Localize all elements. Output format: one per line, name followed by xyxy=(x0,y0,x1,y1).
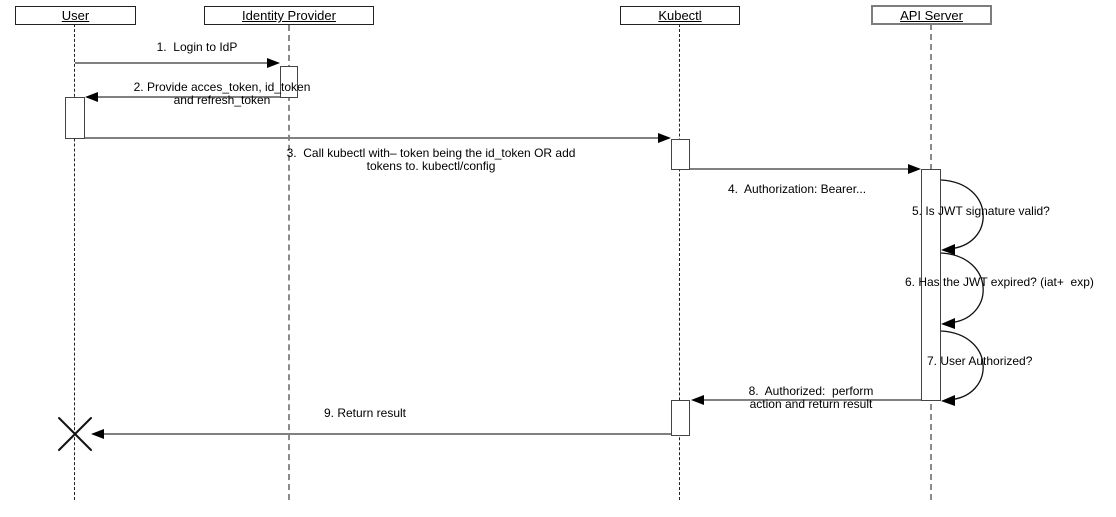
self-message-6-arc xyxy=(940,252,984,324)
actor-label-api-server: API Server xyxy=(900,7,963,23)
activation-user xyxy=(65,97,85,139)
actor-box-api-server: API Server xyxy=(871,5,992,25)
message-1-label: 1. Login to IdP xyxy=(156,40,238,54)
message-7-label: 7. User Authorized? xyxy=(927,354,1033,368)
message-1-arrow xyxy=(75,62,267,64)
message-3-arrow xyxy=(85,137,658,139)
message-9-arrow xyxy=(104,433,672,435)
actor-label-identity-provider: Identity Provider xyxy=(242,8,336,23)
actor-box-kubectl: Kubectl xyxy=(620,6,740,25)
message-3-label: 3. Call kubectl with– token being the id… xyxy=(286,146,576,173)
message-6-label: 6. Has the JWT expired? (iat+ exp) xyxy=(905,275,1094,289)
lifeline-user xyxy=(74,24,75,500)
actor-label-kubectl: Kubectl xyxy=(658,8,702,23)
message-1-arrowhead-icon xyxy=(267,58,280,68)
actor-label-user: User xyxy=(61,8,90,23)
message-8-label: 8. Authorized: perform action and return… xyxy=(748,384,874,411)
message-8-arrow xyxy=(704,399,921,401)
message-5-label: 5. Is JWT signature valid? xyxy=(912,204,1050,218)
self-message-6-arrowhead-icon xyxy=(941,318,955,329)
message-8-arrowhead-icon xyxy=(691,395,704,405)
message-9-label: 9. Return result xyxy=(323,406,407,420)
lifeline-identity-provider xyxy=(288,25,290,500)
message-4-arrowhead-icon xyxy=(908,164,921,174)
self-message-7-arrowhead-icon xyxy=(941,395,955,406)
self-message-7-arc xyxy=(940,330,984,401)
destroy-lifeline-x-icon xyxy=(58,417,92,451)
message-4-label: 4. Authorization: Bearer... xyxy=(727,182,867,196)
self-message-5-arc xyxy=(940,179,984,250)
actor-box-user: User xyxy=(15,6,136,25)
actor-box-identity-provider: Identity Provider xyxy=(204,6,374,25)
message-2-arrowhead-icon xyxy=(85,92,98,102)
activation-kubectl-2 xyxy=(671,400,690,436)
message-2-arrow xyxy=(98,96,280,98)
message-2-label: 2. Provide acces_token, id_token and ref… xyxy=(133,80,311,107)
lifeline-kubectl xyxy=(679,24,680,500)
activation-idp xyxy=(280,66,298,98)
activation-kubectl-1 xyxy=(671,139,690,170)
message-3-arrowhead-icon xyxy=(658,133,671,143)
activation-api-server xyxy=(921,169,941,401)
message-9-arrowhead-icon xyxy=(91,429,104,439)
self-message-5-arrowhead-icon xyxy=(941,244,955,255)
message-4-arrow xyxy=(690,168,908,170)
